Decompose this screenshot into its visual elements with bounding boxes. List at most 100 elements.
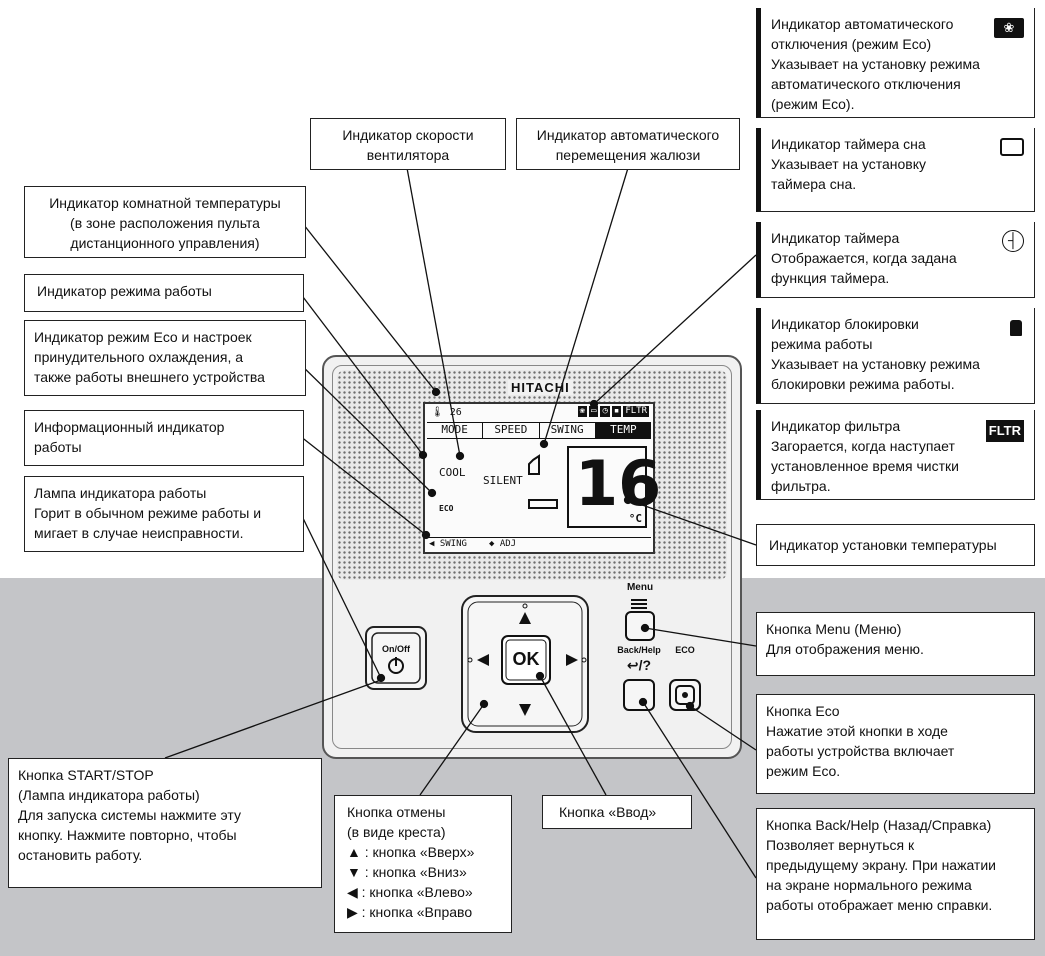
callout-line: принудительного охлаждения, а — [34, 349, 244, 365]
callout-line: работы отображает меню справки. — [766, 897, 993, 913]
callout-fan-speed: Индикатор скорости вентилятора — [310, 118, 506, 170]
menu-label: Menu — [626, 582, 654, 593]
lock-icon: ▪ — [611, 406, 622, 417]
callout-line: предыдущему экрану. При нажатии — [766, 857, 996, 873]
callout-line: (в зоне расположения пульта — [70, 215, 260, 231]
callout-cross: Кнопка отмены (в виде креста) ▲ : кнопка… — [334, 795, 512, 933]
callout-line: остановить работу. — [18, 847, 143, 863]
lcd-bottom-bar: ◀ SWING ◆ ADJ — [427, 537, 651, 552]
callout-mode: Индикатор режима работы — [24, 274, 304, 312]
callout-line: работы устройства включает — [766, 743, 955, 759]
callout-line: Отображается, когда задана — [771, 250, 957, 266]
callout-line: Индикатор режим Eco и настроек — [34, 329, 252, 345]
callout-line: Индикатор режима работы — [37, 283, 212, 299]
callout-line: Кнопка Menu (Меню) — [766, 621, 902, 637]
bed-icon — [1000, 138, 1024, 156]
callout-eco-button: Кнопка Eco Нажатие этой кнопки в ходе ра… — [756, 694, 1035, 794]
callout-line: (Лампа индикатора работы) — [18, 787, 200, 803]
callout-line: также работы внешнего устройства — [34, 369, 265, 385]
clock-icon: ◷ — [600, 406, 610, 417]
callout-menu-button: Кнопка Menu (Меню) Для отображения меню. — [756, 612, 1035, 676]
callout-eco-mode: Индикатор режим Eco и настроек принудите… — [24, 320, 306, 396]
callout-timer: Индикатор таймера Отображается, когда за… — [756, 222, 1035, 298]
callout-line: установленное время чистки — [771, 458, 959, 474]
eco-label: ECO — [675, 645, 695, 655]
leaf-icon: ❀ — [994, 18, 1024, 38]
callout-line: Позволяет вернуться к — [766, 837, 915, 853]
callout-line: ▲ : кнопка «Вверх» — [347, 844, 475, 860]
callout-line: работы — [34, 439, 82, 455]
callout-line: Нажатие этой кнопки в ходе — [766, 723, 948, 739]
callout-line: таймера сна. — [771, 176, 857, 192]
callout-line: Для запуска системы нажмите эту — [18, 807, 241, 823]
callout-line: Индикатор скорости — [342, 127, 474, 143]
callout-line: Кнопка Eco — [766, 703, 840, 719]
callout-line: Индикатор установки температуры — [769, 537, 997, 553]
callout-line: Указывает на установку режима — [771, 356, 980, 372]
bed-icon: ▭ — [589, 406, 599, 417]
callout-line: Загорается, когда наступает — [771, 438, 955, 454]
adj-hint: ◆ ADJ — [489, 539, 517, 549]
callout-line: режим Eco. — [766, 763, 841, 779]
lcd-tabs: MODE SPEED SWING TEMP — [427, 422, 651, 439]
callout-line: Кнопка отмены — [347, 804, 446, 820]
leaf-icon: ❀ — [577, 406, 588, 417]
remote-controller: HITACHI 🌡 26 ❀ ▭ ◷ ▪ FLTR MODE SPEED SWI… — [322, 355, 742, 759]
callout-line: Индикатор таймера сна — [771, 136, 926, 152]
callout-line: Для отображения меню. — [766, 641, 924, 657]
back-help-icon: ↩/? — [626, 657, 652, 673]
back-help-label: Back/Help — [617, 645, 661, 655]
lcd-screen: 🌡 26 ❀ ▭ ◷ ▪ FLTR MODE SPEED SWING TEMP … — [423, 402, 661, 554]
lock-icon — [1010, 320, 1022, 336]
room-temp-readout: 🌡 26 — [431, 407, 462, 418]
temperature-unit: °C — [628, 512, 642, 525]
callout-line: перемещения жалюзи — [555, 147, 701, 163]
tab-temp: TEMP — [595, 423, 651, 438]
status-icons: ❀ ▭ ◷ ▪ FLTR — [577, 406, 649, 417]
temperature-box: 16 °C — [567, 446, 661, 528]
callout-line: функция таймера. — [771, 270, 890, 286]
tab-speed: SPEED — [483, 423, 540, 438]
callout-auto-off: Индикатор автоматического отключения (ре… — [756, 8, 1035, 118]
remote-bezel: HITACHI 🌡 26 ❀ ▭ ◷ ▪ FLTR MODE SPEED SWI… — [332, 365, 732, 749]
callout-line: (в виде креста) — [347, 824, 446, 840]
callout-line: Указывает на установку — [771, 156, 927, 172]
callout-line: Индикатор автоматического — [536, 127, 720, 143]
filter-icon: FLTR — [985, 420, 1024, 442]
tab-mode: MODE — [427, 423, 484, 438]
callout-lock: Индикатор блокировки режима работы Указы… — [756, 308, 1035, 404]
callout-line: Кнопка START/STOP — [18, 767, 154, 783]
tab-swing: SWING — [540, 423, 596, 438]
callout-line: Индикатор таймера — [771, 230, 900, 246]
callout-back-help: Кнопка Back/Help (Назад/Справка) Позволя… — [756, 808, 1035, 940]
brand-logo: HITACHI — [508, 380, 573, 395]
callout-enter: Кнопка «Ввод» — [542, 795, 692, 829]
adj-hint-label: ADJ — [499, 539, 517, 549]
callout-start-stop: Кнопка START/STOP (Лампа индикатора рабо… — [8, 758, 322, 888]
callout-line: ▼ : кнопка «Вниз» — [347, 864, 467, 880]
swing-hint: ◀ SWING — [429, 539, 467, 549]
mode-value: COOL — [439, 466, 466, 479]
callout-line: Индикатор фильтра — [771, 418, 901, 434]
callout-line: Информационный индикатор — [34, 419, 225, 435]
callout-set-temp: Индикатор установки температуры — [756, 524, 1035, 566]
eco-indicator: ECO — [439, 504, 454, 513]
callout-line: Горит в обычном режиме работы и — [34, 505, 262, 521]
speed-value: SILENT — [483, 474, 523, 487]
callout-louver: Индикатор автоматического перемещения жа… — [516, 118, 740, 170]
callout-line: дистанционного управления) — [70, 235, 260, 251]
callout-lamp: Лампа индикатора работы Горит в обычном … — [24, 476, 304, 552]
callout-sleep-timer: Индикатор таймера сна Указывает на устан… — [756, 128, 1035, 212]
callout-line: на экране нормального режима — [766, 877, 972, 893]
callout-line: Лампа индикатора работы — [34, 485, 207, 501]
callout-room-temp: Индикатор комнатной температуры (в зоне … — [24, 186, 306, 258]
callout-line: вентилятора — [366, 147, 450, 163]
callout-line: мигает в случае неисправности. — [34, 525, 244, 541]
callout-line: ▶ : кнопка «Вправо — [347, 904, 473, 920]
louver-icon — [528, 454, 558, 509]
callout-line: Кнопка Back/Help (Назад/Справка) — [766, 817, 992, 833]
on-off-label: On/Off — [382, 644, 410, 654]
clock-icon: ┤ — [1002, 230, 1024, 252]
callout-line: автоматического отключения — [771, 76, 961, 92]
callout-filter: Индикатор фильтра Загорается, когда наст… — [756, 410, 1035, 500]
